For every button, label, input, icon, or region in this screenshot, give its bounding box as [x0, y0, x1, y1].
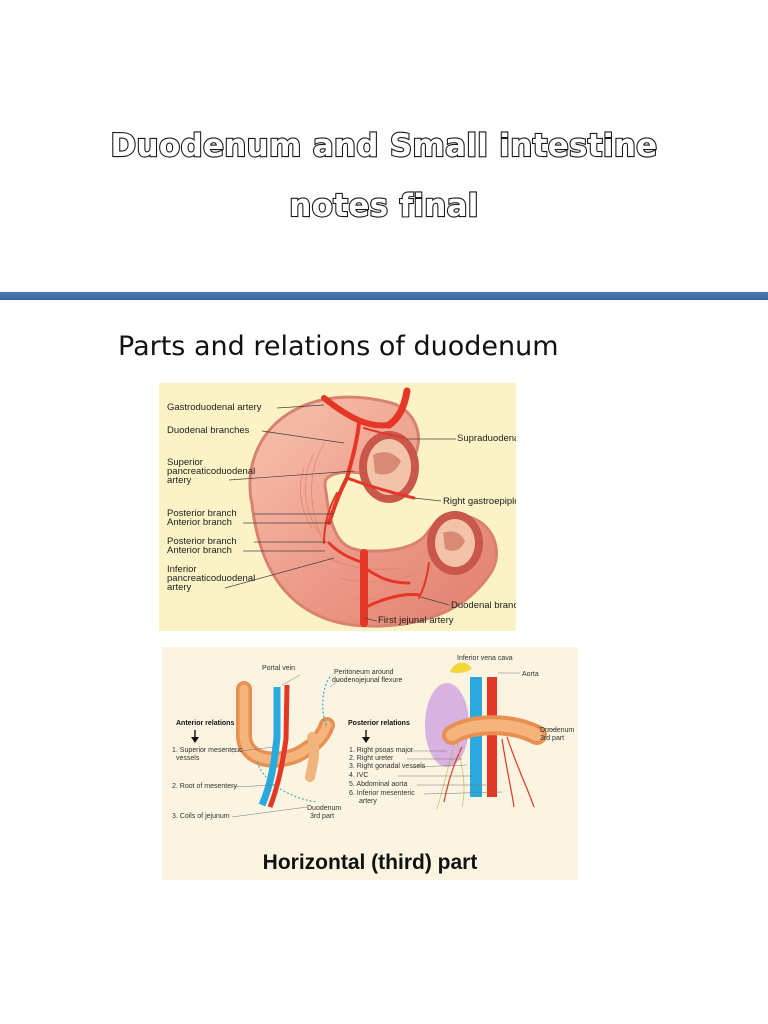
label-inferior-1: Inferior: [167, 564, 197, 575]
horizontal-part-relations-figure: Portal vein Peritoneum around duodenojej…: [162, 647, 578, 880]
label-peritoneum-2: duodenojejunal flexure: [332, 677, 403, 684]
label-inferior-2: pancreaticoduodenal: [167, 573, 256, 584]
section-heading: Parts and relations of duodenum: [118, 331, 559, 362]
label-duodenal-branch: Duodenal branch: [451, 600, 516, 611]
label-superior-2: pancreaticoduodenal: [167, 466, 256, 477]
label-ant-1a: 1. Superior mesenteric: [172, 747, 243, 754]
label-post-5: 5. Abdominal aorta: [349, 781, 408, 788]
label-duodenum-right-1: Duodenum: [540, 727, 575, 734]
label-gastroduodenal-artery: Gastroduodenal artery: [167, 402, 262, 413]
label-anterior-branch-1: Anterior branch: [167, 517, 232, 528]
label-post-3: 3. Right gonadal vessels: [349, 763, 426, 770]
label-post-6b: artery: [359, 798, 377, 805]
label-ant-2: 2. Root of mesentery: [172, 783, 237, 790]
label-anterior-branch-2: Anterior branch: [167, 545, 232, 556]
label-post-1: 1. Right psoas major: [349, 747, 414, 754]
label-right-gastroepiploic: Right gastroepiploic: [443, 496, 516, 507]
label-duodenal-branches: Duodenal branches: [167, 425, 250, 436]
label-ant-1b: vessels: [176, 755, 200, 762]
document-title-line1: Duodenum and Small intestine: [109, 127, 658, 165]
label-superior-1: Superior: [167, 457, 203, 468]
label-first-jejunal-artery: First jejunal artery: [378, 615, 454, 626]
horizontal-part-illustration: [191, 662, 558, 818]
label-inferior-vena-cava: Inferior vena cava: [457, 655, 513, 662]
label-post-6a: 6. Inferior mesenteric: [349, 790, 415, 797]
figure-caption: Horizontal (third) part: [262, 851, 478, 874]
label-post-2: 2. Right ureter: [349, 755, 394, 762]
label-ant-3: 3. Coils of jejunum: [172, 813, 230, 820]
label-anterior-relations: Anterior relations: [176, 720, 235, 727]
label-post-4: 4. IVC: [349, 772, 369, 779]
label-posterior-relations: Posterior relations: [348, 720, 410, 727]
label-posterior-branch-2: Posterior branch: [167, 536, 237, 547]
label-posterior-branch-1: Posterior branch: [167, 508, 237, 519]
label-superior-3: artery: [167, 475, 192, 486]
horizontal-rule: [0, 292, 768, 300]
label-aorta: Aorta: [522, 671, 539, 678]
label-supraduodenal-artery: Supraduodenal arte: [457, 433, 516, 444]
duodenum-arteries-figure: Gastroduodenal artery Duodenal branches …: [159, 383, 516, 631]
duodenum-illustration: [224, 387, 498, 628]
label-duodenum-left-1: Duodenum: [307, 805, 342, 812]
label-duodenum-left-2: 3rd part: [310, 813, 335, 820]
document-title-line2: notes final: [288, 187, 479, 225]
label-duodenum-right-2: 3rd part: [540, 735, 565, 742]
label-peritoneum-1: Peritoneum around: [334, 669, 394, 676]
label-portal-vein: Portal vein: [262, 665, 296, 672]
label-inferior-3: artery: [167, 582, 192, 593]
